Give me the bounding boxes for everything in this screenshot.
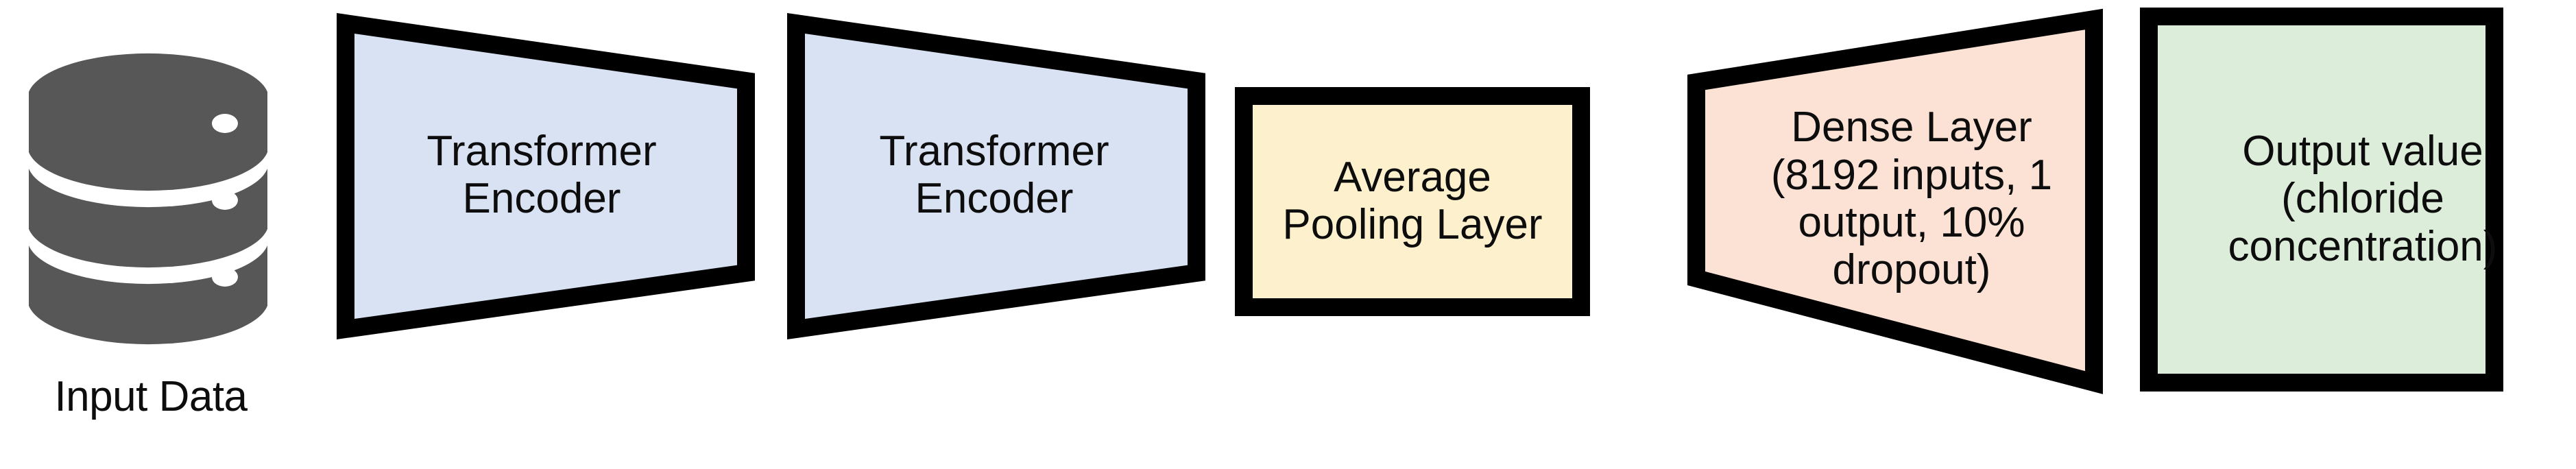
transformer-encoder-1-shape[interactable] <box>335 12 757 341</box>
database-cylinder-icon <box>27 40 269 362</box>
status-dot <box>212 114 238 133</box>
dense-layer-shape[interactable] <box>1685 8 2105 394</box>
output-value-shape[interactable] <box>2139 7 2504 392</box>
status-dot <box>212 191 238 210</box>
status-dot <box>212 267 238 287</box>
average-pooling-layer-shape[interactable] <box>1234 86 1591 317</box>
transformer-encoder-2-shape[interactable] <box>785 12 1207 341</box>
input-data-label: Input Data <box>54 373 248 420</box>
